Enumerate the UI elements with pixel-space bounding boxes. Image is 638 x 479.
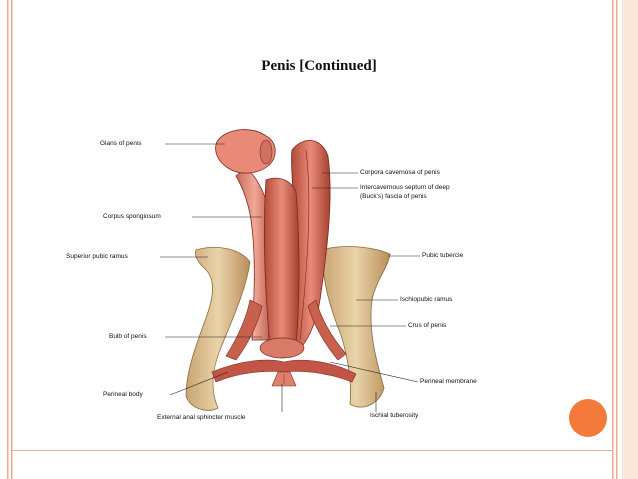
label-external-anal-sphincter: External anal sphincter muscle bbox=[157, 414, 246, 421]
label-ischial-tuberosity: Ischial tuberosity bbox=[370, 412, 419, 419]
label-ischiopubic-ramus: Ischiopubic ramus bbox=[400, 296, 453, 303]
label-glans: Glans of penis bbox=[100, 140, 142, 147]
label-intercavernous-line1: Intercavernous septum of deep bbox=[360, 184, 450, 191]
slide-title: Penis [Continued] bbox=[261, 58, 377, 74]
label-corpus-spongiosum: Corpus spongiosum bbox=[103, 213, 161, 220]
label-perineal-membrane: Perineal membrane bbox=[420, 378, 477, 385]
accent-circle bbox=[569, 399, 607, 437]
label-bulb: Bulb of penis bbox=[109, 333, 147, 340]
right-crus bbox=[307, 299, 347, 361]
glans bbox=[215, 129, 276, 174]
left-pubic-bone bbox=[185, 246, 251, 411]
label-intercavernous-line2: (Buck's) fascia of penis bbox=[360, 193, 427, 200]
central-shaft bbox=[263, 177, 300, 349]
label-superior-pubic-ramus: Superior pubic ramus bbox=[66, 253, 128, 260]
perineal-muscle bbox=[211, 359, 357, 383]
label-corpora-cavernosa: Corpora cavernosa of penis bbox=[360, 169, 440, 176]
label-crus: Crus of penis bbox=[408, 322, 447, 329]
label-pubic-tubercle: Pubic tubercle bbox=[422, 252, 464, 259]
bulb bbox=[259, 337, 305, 359]
left-crus bbox=[225, 299, 263, 361]
label-perineal-body: Perineal body bbox=[103, 391, 143, 398]
right-pubic-bone bbox=[321, 246, 391, 408]
